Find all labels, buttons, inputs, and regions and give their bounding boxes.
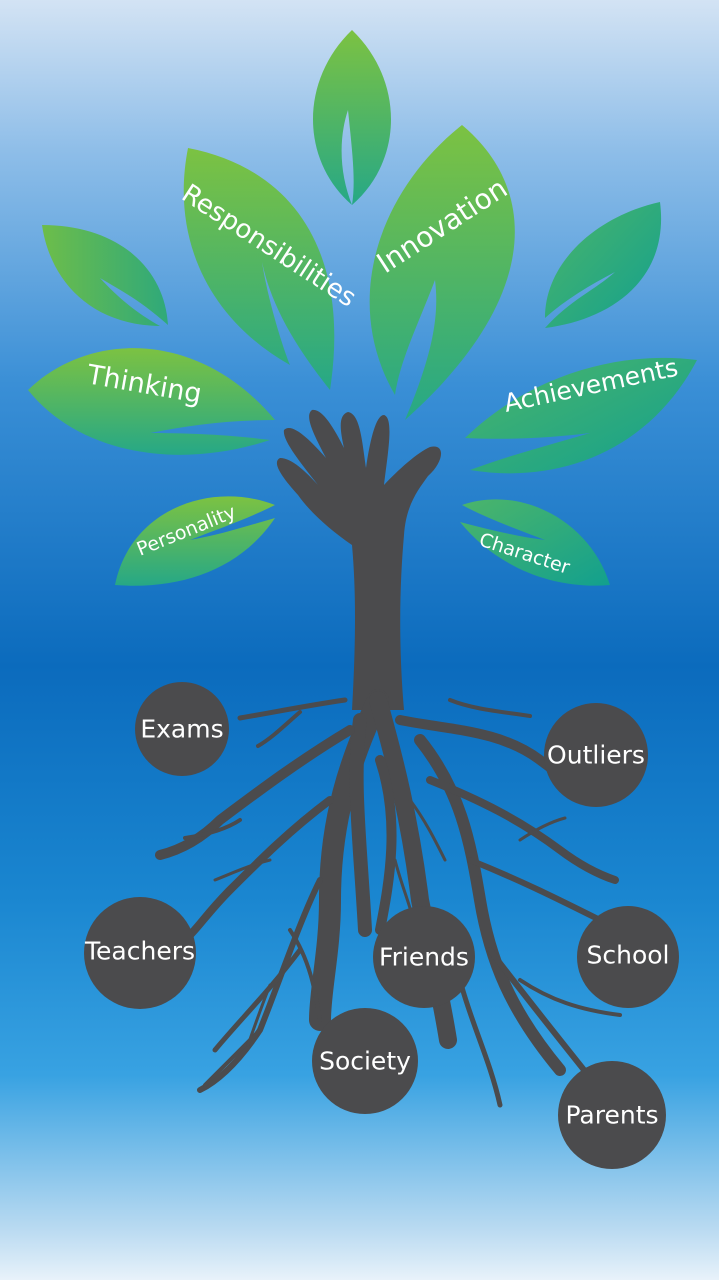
root-node-outliers: Outliers	[544, 703, 648, 807]
outliers-label: Outliers	[547, 741, 645, 770]
society-circle	[312, 1008, 418, 1114]
trunk-hand	[276, 409, 442, 710]
exams-circle	[135, 682, 229, 776]
root-node-school: School	[577, 906, 679, 1008]
friends-circle	[373, 906, 475, 1008]
leaf-achievements	[465, 357, 697, 474]
root-node-exams: Exams	[135, 682, 229, 776]
teachers-label: Teachers	[84, 937, 195, 966]
parents-label: Parents	[565, 1101, 658, 1130]
outliers-circle	[544, 703, 648, 807]
friends-label: Friends	[379, 943, 469, 972]
leaf-left-small	[42, 225, 168, 326]
root-node-society: Society	[312, 1008, 418, 1114]
parents-circle	[558, 1061, 666, 1169]
exams-label: Exams	[140, 715, 223, 744]
leaf-responsibilities	[183, 148, 335, 390]
leaf-right-small	[545, 202, 662, 328]
leaf-thinking	[28, 348, 275, 455]
leaf-character	[460, 499, 610, 586]
leaf-personality	[115, 496, 275, 586]
school-label: School	[587, 941, 670, 970]
roots	[155, 689, 622, 1108]
teachers-circle	[84, 897, 196, 1009]
root-node-friends: Friends	[373, 906, 475, 1008]
root-node-parents: Parents	[558, 1061, 666, 1169]
school-circle	[577, 906, 679, 1008]
leaf-innovation	[369, 125, 515, 420]
top-leaf	[313, 30, 391, 205]
society-label: Society	[319, 1047, 411, 1076]
root-node-teachers: Teachers	[84, 897, 196, 1009]
